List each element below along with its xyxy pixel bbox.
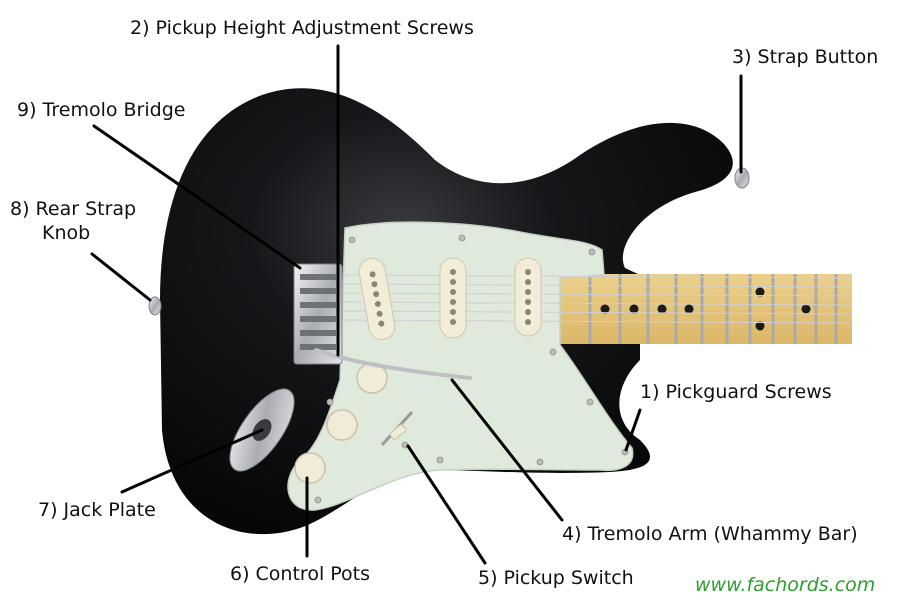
bridge-pickup: [358, 257, 396, 341]
leader-jack-plate: [120, 428, 264, 494]
neck-pickup: [514, 257, 542, 337]
label-tremolo-bridge: 9) Tremolo Bridge: [17, 99, 186, 121]
label-jack-plate: 7) Jack Plate: [38, 499, 156, 521]
label-rear-strap-knob-line2: Knob: [42, 222, 91, 244]
label-pickup-height-screws: 2) Pickup Height Adjustment Screws: [130, 17, 474, 39]
leader-lines: [90, 44, 743, 565]
tremolo-bridge: [293, 263, 343, 365]
fret-inlay: [801, 304, 811, 314]
credit-watermark: www.fachords.com: [695, 574, 876, 596]
leader-tremolo-bridge: [92, 124, 302, 270]
middle-pickup: [439, 257, 467, 339]
pickups: [358, 257, 542, 341]
label-rear-strap-knob-line1: 8) Rear Strap: [10, 198, 137, 220]
leader-pickup-switch: [406, 444, 487, 565]
neck-frets: [588, 274, 838, 344]
fret-inlay: [629, 304, 639, 314]
fret-inlay: [657, 304, 667, 314]
leader-tremolo-arm: [450, 378, 564, 522]
label-tremolo-arm: 4) Tremolo Arm (Whammy Bar): [562, 523, 858, 545]
pickguard-screws: [314, 234, 629, 504]
fret-inlay: [755, 321, 765, 331]
label-pickguard-screws: 1) Pickguard Screws: [640, 381, 832, 403]
tremolo-arm: [314, 348, 472, 380]
control-knobs: [294, 362, 388, 484]
pickup-switch: [380, 410, 414, 447]
label-pickup-switch: 5) Pickup Switch: [478, 567, 634, 589]
rear-strap-knob: [148, 296, 162, 316]
leader-pickguard-screws: [624, 408, 642, 452]
guitar-strings: [339, 274, 853, 324]
label-strap-button: 3) Strap Button: [732, 46, 879, 68]
leader-rear-strap-knob: [90, 252, 152, 302]
neck-inlays: [600, 287, 811, 331]
fret-inlay: [600, 304, 610, 314]
label-control-pots: 6) Control Pots: [230, 563, 371, 585]
fret-inlay: [755, 287, 765, 297]
fret-inlay: [684, 304, 694, 314]
